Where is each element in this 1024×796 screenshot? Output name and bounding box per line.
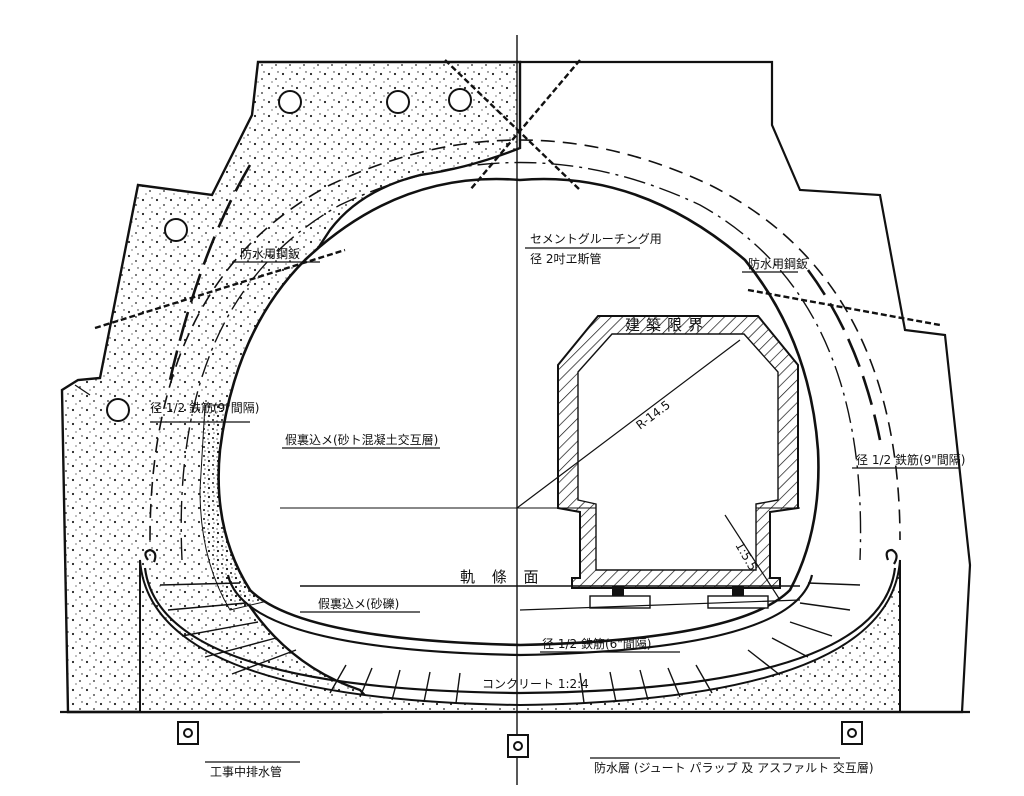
leader-lines xyxy=(74,247,960,763)
label-grout-pipe-2: 径 2吋ヱ斯管 xyxy=(530,251,601,266)
label-waterproof-plate-right: 防水用鋼鈑 xyxy=(748,256,808,271)
label-rail-level: 軌 條 面 xyxy=(460,568,545,586)
invert-concrete xyxy=(139,559,901,713)
label-backfill-gravel: 假裏込メ(砂礫) xyxy=(318,596,399,611)
reinforcement-arcs xyxy=(168,164,882,441)
label-drain-pipe: 工事中排水管 xyxy=(210,764,282,779)
label-rebar-bottom: 径 1/2 鉄筋(6"間隔) xyxy=(542,636,651,651)
conduit-holes xyxy=(106,88,472,422)
invert-radial-lines xyxy=(159,582,861,704)
label-rebar-left: 径 1/2 鉄筋(9"間隔) xyxy=(150,400,259,415)
label-rebar-right: 径 1/2 鉄筋(9"間隔) xyxy=(856,452,965,467)
outer-dashed-arc xyxy=(149,139,901,541)
rebar-hook-right xyxy=(885,548,898,565)
inner-dashdot-arc xyxy=(180,161,862,561)
radius-line xyxy=(516,339,741,509)
label-waterproof-layer: 防水層 (ジュート パラップ 及 アスファルト 交互層) xyxy=(594,760,874,775)
label-waterproof-plate-left: 防水用鋼鈑 xyxy=(240,246,300,261)
label-backfill-alt: 假裏込メ(砂ト混凝土交互層) xyxy=(285,432,438,447)
label-grout-pipe-1: セメントグルーチング用 xyxy=(530,232,662,246)
grout-pipes xyxy=(94,59,941,330)
structure-gauge xyxy=(557,315,799,589)
drain-boxes xyxy=(177,721,863,758)
right-outline xyxy=(60,60,972,714)
label-clearance: 建築限界 xyxy=(625,316,709,334)
label-concrete: コンクリート 1:2:4 xyxy=(482,677,589,691)
track xyxy=(519,586,801,611)
rebar-hook-left xyxy=(144,548,157,563)
slope-line xyxy=(724,514,781,601)
